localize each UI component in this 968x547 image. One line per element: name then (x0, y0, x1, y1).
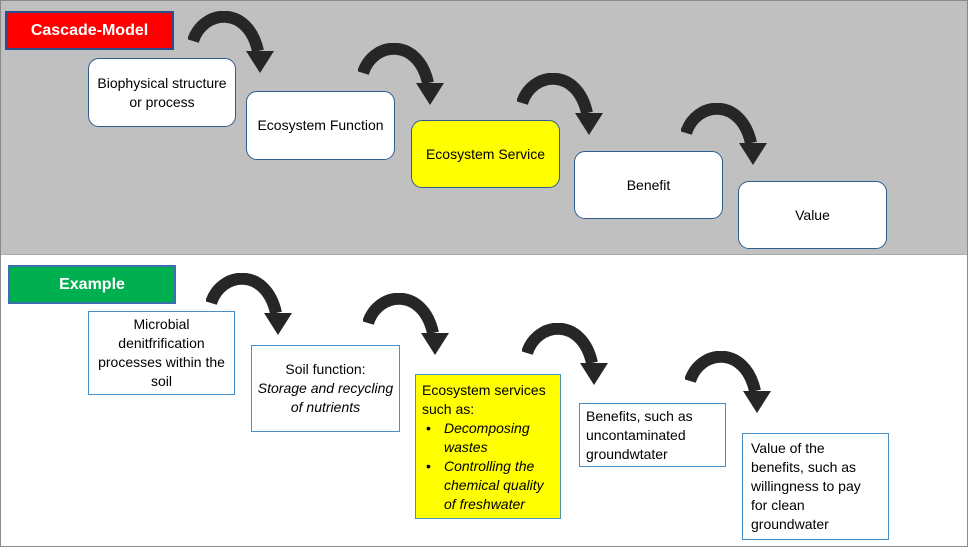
cascade-step-benefit: Benefit (574, 151, 723, 219)
cascade-model-title: Cascade-Model (5, 11, 174, 50)
curved-arrow-icon (188, 11, 274, 73)
services-heading: Ecosystem services such as: (422, 382, 546, 417)
soil-function-heading: Soil function: (285, 361, 366, 377)
cascade-step-ecosystem-function: Ecosystem Function (246, 91, 395, 160)
example-soil-function: Soil function: Storage and recycling of … (251, 345, 400, 432)
example-ecosystem-services: Ecosystem services such as: Decomposing … (415, 374, 561, 519)
cascade-step-value: Value (738, 181, 887, 249)
curved-arrow-icon (681, 103, 767, 165)
curved-arrow-icon (358, 43, 444, 105)
cascade-step-ecosystem-service: Ecosystem Service (411, 120, 560, 188)
curved-arrow-icon (363, 293, 449, 355)
services-bullet-list: Decomposing wastes Controlling the chemi… (422, 419, 554, 514)
soil-function-detail: Storage and recycling of nutrients (257, 380, 394, 415)
curved-arrow-icon (522, 323, 608, 385)
example-benefits: Benefits, such as uncontaminated groundw… (579, 403, 726, 467)
curved-arrow-icon (685, 351, 771, 413)
cascade-step-biophysical: Biophysical structure or process (88, 58, 236, 127)
example-microbial-process: Microbial denitfrification processes wit… (88, 311, 235, 395)
curved-arrow-icon (206, 273, 292, 335)
services-bullet: Decomposing wastes (422, 419, 554, 457)
example-title: Example (8, 265, 176, 304)
example-value: Value of the benefits, such as willingne… (742, 433, 889, 540)
services-bullet: Controlling the chemical quality of fres… (422, 457, 554, 514)
curved-arrow-icon (517, 73, 603, 135)
